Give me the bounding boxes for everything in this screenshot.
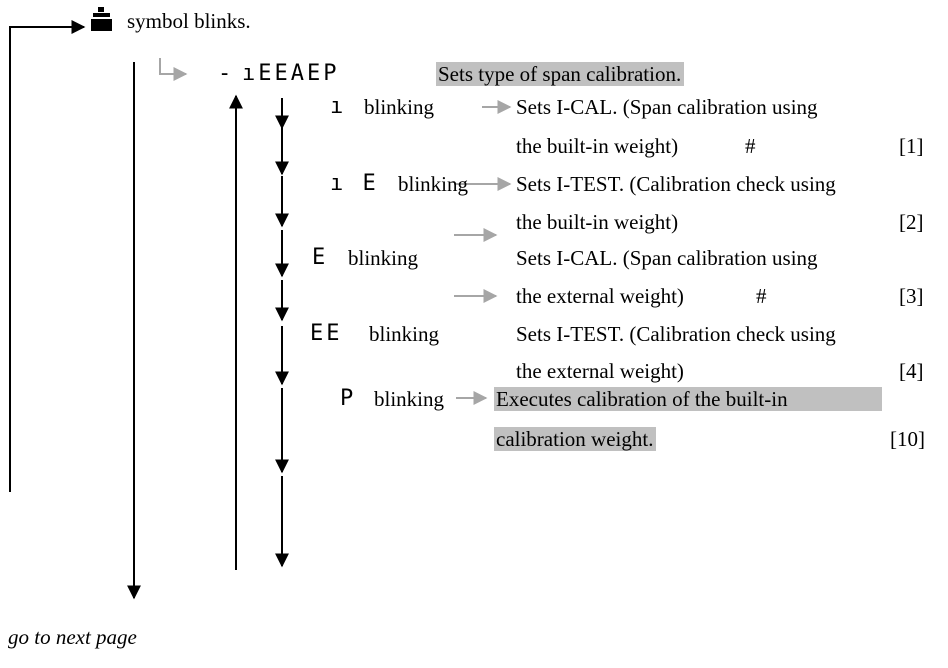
return-loop-arrow — [9, 20, 86, 492]
option-ref: [3] — [899, 284, 924, 308]
option-code: EE — [310, 321, 343, 346]
option-desc-line1: Sets I-TEST. (Calibration check using — [516, 172, 836, 196]
option-mark: # — [745, 134, 756, 158]
option-desc-line2: the built-in weight) — [516, 210, 679, 234]
option-desc-line1: Sets I-CAL. (Span calibration using — [516, 95, 818, 119]
option-desc-line1: Executes calibration of the built-in — [494, 387, 882, 411]
mode-description: Sets type of span calibration. — [436, 62, 685, 86]
option-ref: [10] — [890, 427, 925, 451]
option-code: P — [340, 386, 357, 411]
option-desc-line2: the external weight) — [516, 284, 684, 308]
option-desc-line1: Sets I-CAL. (Span calibration using — [516, 246, 818, 270]
option-state: blinking — [398, 172, 469, 196]
mode-entry-arrow — [159, 58, 188, 81]
mode-prefix: - — [218, 61, 235, 86]
header-text: symbol blinks. — [127, 9, 251, 33]
option-ref: [1] — [899, 134, 924, 158]
option-code: ı — [330, 94, 347, 119]
option-ref: [4] — [899, 359, 924, 383]
option-mark: # — [756, 284, 767, 308]
option-state: blinking — [369, 322, 440, 346]
footer-text: go to next page — [8, 625, 137, 649]
weight-symbol-icon — [91, 7, 112, 31]
option-desc-line2: the built-in weight) — [516, 134, 679, 158]
option-ref: [2] — [899, 210, 924, 234]
option-state: blinking — [374, 387, 445, 411]
mode-code: ıEEAEP — [242, 61, 340, 86]
option-desc-line2: the external weight) — [516, 359, 684, 383]
option-code: ı E — [330, 171, 379, 196]
option-state: blinking — [348, 246, 419, 270]
option-code: E — [312, 245, 329, 270]
option-desc-line2: calibration weight. — [494, 427, 657, 451]
option-state: blinking — [364, 95, 435, 119]
option-desc-line1: Sets I-TEST. (Calibration check using — [516, 322, 836, 346]
